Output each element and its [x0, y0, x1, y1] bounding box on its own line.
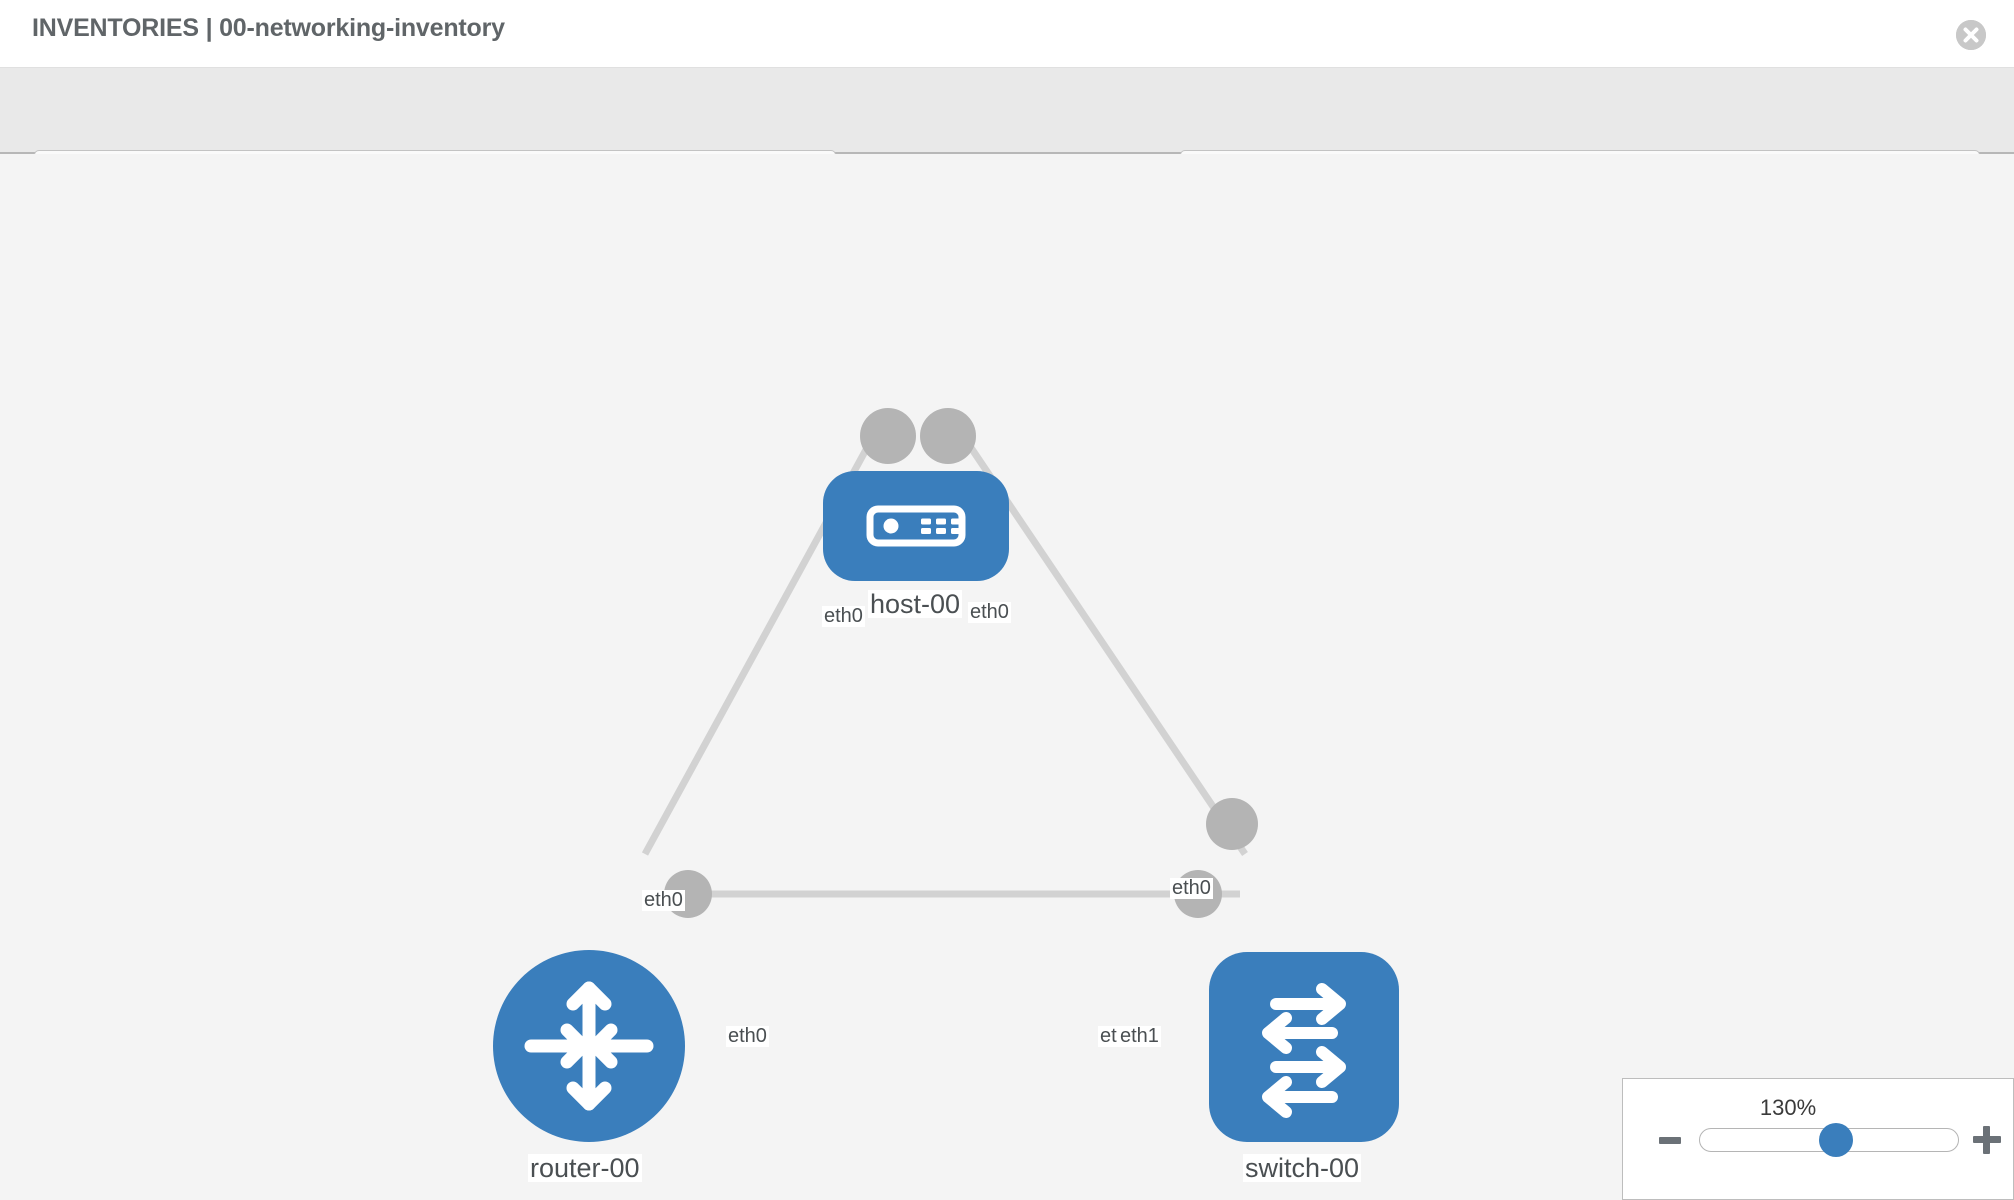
- zoom-in-icon[interactable]: [1973, 1126, 2001, 1154]
- zoom-level-value: 130%: [1759, 1095, 1817, 1120]
- toolbar: ACTIONS SEARCH: [0, 68, 2014, 202]
- iface-label-router-up: eth0: [642, 889, 685, 911]
- iface-label-host-right: eth0: [968, 601, 1011, 623]
- port-host-right: [920, 408, 976, 464]
- port-host-left: [860, 408, 916, 464]
- iface-label-host-left: eth0: [822, 605, 865, 627]
- port-switch-top: [1206, 798, 1258, 850]
- zoom-slider-thumb[interactable]: [1819, 1123, 1853, 1157]
- topology-canvas[interactable]: eth0 eth0 eth0 eth0 eth0 eth0 eth1 host-…: [0, 154, 2014, 1200]
- node-label-host-00: host-00: [868, 589, 963, 619]
- node-router-00: [493, 950, 685, 1142]
- iface-label-router-right: eth0: [726, 1025, 769, 1047]
- zoom-control-panel: 130%: [1622, 1078, 2014, 1200]
- node-switch-00: [1209, 952, 1399, 1142]
- zoom-out-icon[interactable]: [1659, 1137, 1681, 1144]
- node-label-switch-00: switch-00: [1243, 1153, 1362, 1183]
- close-icon[interactable]: [1956, 20, 1986, 50]
- page-header: INVENTORIES | 00-networking-inventory: [0, 0, 2014, 68]
- node-host-00: [823, 471, 1009, 581]
- iface-label-switch-left-eth1: eth1: [1118, 1025, 1161, 1047]
- node-label-router-00: router-00: [528, 1153, 642, 1183]
- page-title: INVENTORIES | 00-networking-inventory: [32, 14, 505, 42]
- iface-label-switch-up: eth0: [1170, 877, 1213, 899]
